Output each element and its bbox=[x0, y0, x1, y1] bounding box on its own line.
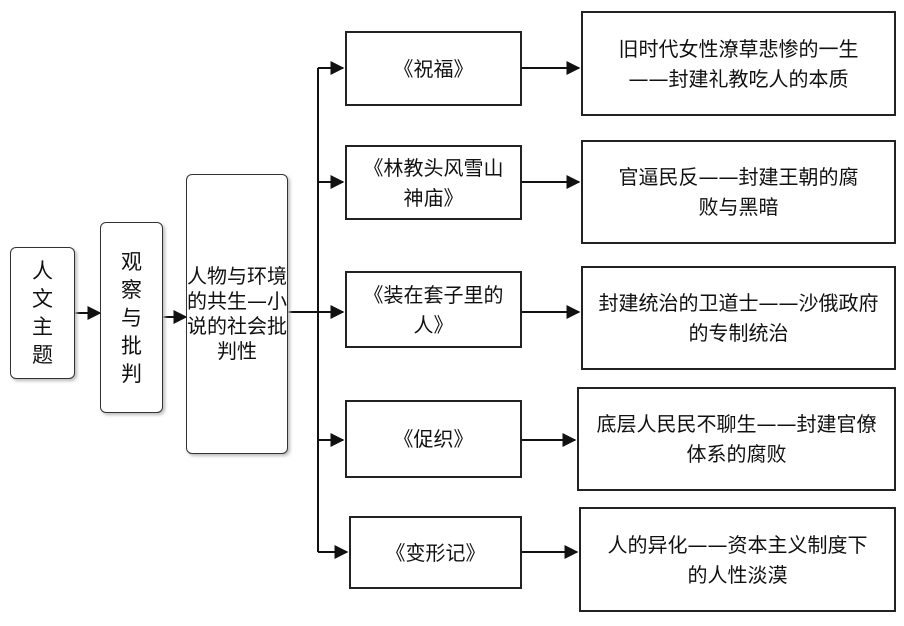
work-node-3: 《装在套子里的人》 bbox=[345, 271, 522, 348]
level2-node-label: 观察与批判 bbox=[121, 249, 142, 386]
theme-node-5: 人的异化——资本主义制度下的人性淡漠 bbox=[579, 507, 896, 612]
work-title-4: 《促织》 bbox=[393, 427, 474, 451]
root-node-label: 人文主题 bbox=[32, 259, 53, 367]
theme-text-3: 封建统治的卫道士——沙俄政府的专制统治 bbox=[598, 291, 879, 345]
level3-node-label: 人物与环境的共生—小说的社会批判性 bbox=[187, 264, 287, 363]
theme-text-1: 旧时代女性潦草悲惨的一生——封建礼教吃人的本质 bbox=[618, 36, 859, 91]
work-title-1: 《祝福》 bbox=[393, 56, 474, 81]
work-title-2: 《林教头风雪山神庙》 bbox=[363, 155, 504, 210]
theme-node-1: 旧时代女性潦草悲惨的一生——封建礼教吃人的本质 bbox=[581, 11, 896, 116]
level2-node: 观察与批判 bbox=[100, 222, 163, 413]
root-node: 人文主题 bbox=[10, 247, 75, 379]
work-title-5: 《变形记》 bbox=[385, 540, 486, 565]
theme-text-5: 人的异化——资本主义制度下的人性淡漠 bbox=[607, 532, 868, 587]
work-node-5: 《变形记》 bbox=[349, 516, 522, 589]
theme-text-4: 底层人民民不聊生——封建官僚体系的腐败 bbox=[596, 412, 877, 466]
theme-node-2: 官逼民反——封建王朝的腐败与黑暗 bbox=[581, 140, 896, 244]
work-node-1: 《祝福》 bbox=[345, 31, 522, 106]
level3-node: 人物与环境的共生—小说的社会批判性 bbox=[186, 174, 288, 454]
work-title-3: 《装在套子里的人》 bbox=[363, 282, 504, 337]
theme-node-4: 底层人民民不聊生——封建官僚体系的腐败 bbox=[577, 387, 896, 491]
theme-node-3: 封建统治的卫道士——沙俄政府的专制统治 bbox=[581, 266, 896, 370]
work-node-2: 《林教头风雪山神庙》 bbox=[345, 145, 522, 220]
work-node-4: 《促织》 bbox=[345, 400, 522, 478]
theme-text-2: 官逼民反——封建王朝的腐败与黑暗 bbox=[618, 165, 859, 219]
